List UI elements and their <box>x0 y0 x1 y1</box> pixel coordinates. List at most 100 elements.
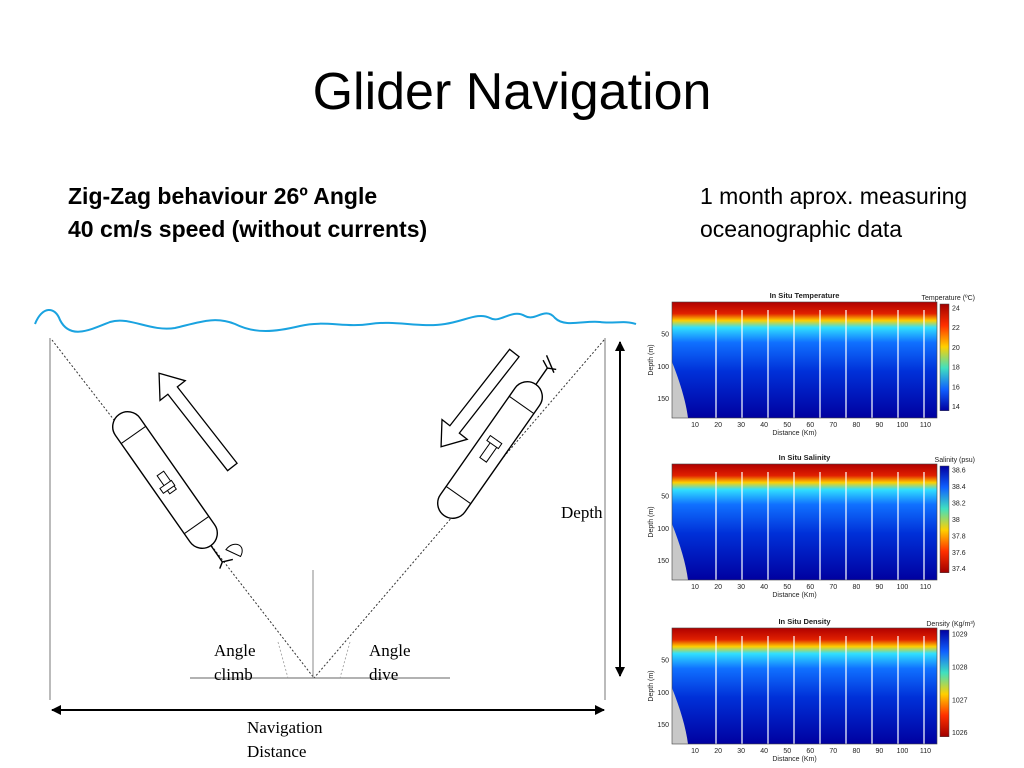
salinity-xtick: 110 <box>920 584 931 591</box>
density-colorbar-tick: 1027 <box>952 697 968 704</box>
salinity-xtick: 20 <box>714 584 722 591</box>
density-xtick: 60 <box>806 748 814 755</box>
right-heading-line2: oceanographic data <box>700 216 903 242</box>
temperature-xtick: 90 <box>875 422 883 429</box>
density-colorbar-tick: 1029 <box>952 632 968 639</box>
salinity-colorbar-tick: 38 <box>952 517 960 524</box>
temperature-colorbar-tick: 18 <box>952 365 960 372</box>
salinity-xtick: 60 <box>806 584 814 591</box>
temperature-ytick: 100 <box>657 364 669 371</box>
salinity-colorbar-tick: 37.4 <box>952 566 966 573</box>
density-xtick: 30 <box>737 748 745 755</box>
right-heading-line1: 1 month aprox. measuring <box>700 183 968 209</box>
temperature-section-field <box>672 302 937 418</box>
temperature-panel-title: In Situ Temperature <box>770 291 840 300</box>
salinity-section-field <box>672 464 937 580</box>
salinity-colorbar-tick: 38.6 <box>952 468 966 475</box>
angle-climb-line1: Angle <box>214 641 256 660</box>
density-ytick: 100 <box>657 690 669 697</box>
density-ylabel: Depth (m) <box>648 670 655 701</box>
climbing-glider-icon <box>112 411 243 569</box>
density-panel-title: In Situ Density <box>778 617 831 626</box>
angle-climb-line2: climb <box>214 665 253 684</box>
salinity-ytick: 100 <box>657 526 669 533</box>
left-heading: Zig-Zag behaviour 26º Angle 40 cm/s spee… <box>68 180 427 246</box>
temperature-xtick: 30 <box>737 422 745 429</box>
nav-distance-line1: Navigation <box>247 718 323 737</box>
diving-glider-icon <box>437 355 557 519</box>
depth-label: Depth <box>561 503 603 522</box>
salinity-xtick: 30 <box>737 584 745 591</box>
density-ytick: 50 <box>661 658 669 665</box>
temperature-ytick: 50 <box>661 332 669 339</box>
temperature-colorbar <box>939 303 950 411</box>
glider-navigation-diagram: Depth Navigation Distance Angle climb An… <box>34 309 637 761</box>
density-xtick: 100 <box>897 748 909 755</box>
density-ytick: 150 <box>657 722 669 729</box>
dive-direction-arrow-icon <box>440 348 520 448</box>
density-xlabel: Distance (Km) <box>772 756 816 763</box>
density-colorbar-tick: 1028 <box>952 664 968 671</box>
salinity-ytick: 50 <box>661 494 669 501</box>
temperature-xtick: 80 <box>852 422 860 429</box>
temperature-colorbar-tick: 16 <box>952 384 960 391</box>
density-xtick: 110 <box>920 748 931 755</box>
temperature-xtick: 20 <box>714 422 722 429</box>
sea-surface-wave <box>34 309 637 333</box>
climb-direction-arrow-icon <box>158 372 238 472</box>
temperature-xtick: 40 <box>760 422 768 429</box>
temperature-xtick: 60 <box>806 422 814 429</box>
temperature-colorbar-tick: 24 <box>952 306 960 313</box>
density-seafloor <box>672 688 688 744</box>
density-xtick: 90 <box>875 748 883 755</box>
temperature-ylabel: Depth (m) <box>648 344 655 375</box>
density-xtick: 20 <box>714 748 722 755</box>
salinity-ylabel: Depth (m) <box>648 506 655 537</box>
density-colorbar <box>939 629 950 737</box>
temperature-ytick: 150 <box>657 396 669 403</box>
density-xtick: 70 <box>829 748 837 755</box>
temperature-xtick: 50 <box>783 422 791 429</box>
left-heading-line2: 40 cm/s speed (without currents) <box>68 216 428 242</box>
salinity-xtick: 100 <box>897 584 909 591</box>
salinity-xtick: 40 <box>760 584 768 591</box>
nav-distance-line2: Distance <box>247 742 306 761</box>
left-heading-line1: Zig-Zag behaviour 26º Angle <box>68 183 378 209</box>
salinity-panel-title: In Situ Salinity <box>779 453 832 462</box>
salinity-colorbar <box>939 465 950 573</box>
density-xtick: 50 <box>783 748 791 755</box>
angle-dive-line1: Angle <box>369 641 411 660</box>
salinity-xtick: 10 <box>691 584 699 591</box>
temperature-colorbar-tick: 22 <box>952 325 960 332</box>
right-heading: 1 month aprox. measuring oceanographic d… <box>700 180 967 246</box>
salinity-xtick: 90 <box>875 584 883 591</box>
temperature-colorbar-tick: 20 <box>952 345 960 352</box>
temperature-seafloor <box>672 362 688 418</box>
temperature-xtick: 70 <box>829 422 837 429</box>
salinity-colorbar-tick: 37.6 <box>952 550 966 557</box>
density-colorbar-tick: 1026 <box>952 730 968 737</box>
temperature-xtick: 10 <box>691 422 699 429</box>
density-xtick: 80 <box>852 748 860 755</box>
salinity-seafloor <box>672 524 688 580</box>
temperature-xtick: 110 <box>920 422 931 429</box>
slide-title: Glider Navigation <box>312 63 712 121</box>
density-section-field <box>672 628 937 744</box>
salinity-plot-frame <box>671 463 938 581</box>
temperature-xtick: 100 <box>897 422 909 429</box>
density-plot-frame <box>671 627 938 745</box>
density-xtick: 10 <box>691 748 699 755</box>
salinity-colorbar-tick: 37.8 <box>952 533 966 540</box>
density-colorbar-label: Density (Kg/m³) <box>926 621 975 628</box>
salinity-ytick: 150 <box>657 558 669 565</box>
salinity-colorbar-label: Salinity (psu) <box>935 457 975 464</box>
salinity-colorbar-tick: 38.2 <box>952 500 966 507</box>
salinity-xtick: 70 <box>829 584 837 591</box>
temperature-plot-frame <box>671 301 938 419</box>
temperature-xlabel: Distance (Km) <box>772 430 816 437</box>
